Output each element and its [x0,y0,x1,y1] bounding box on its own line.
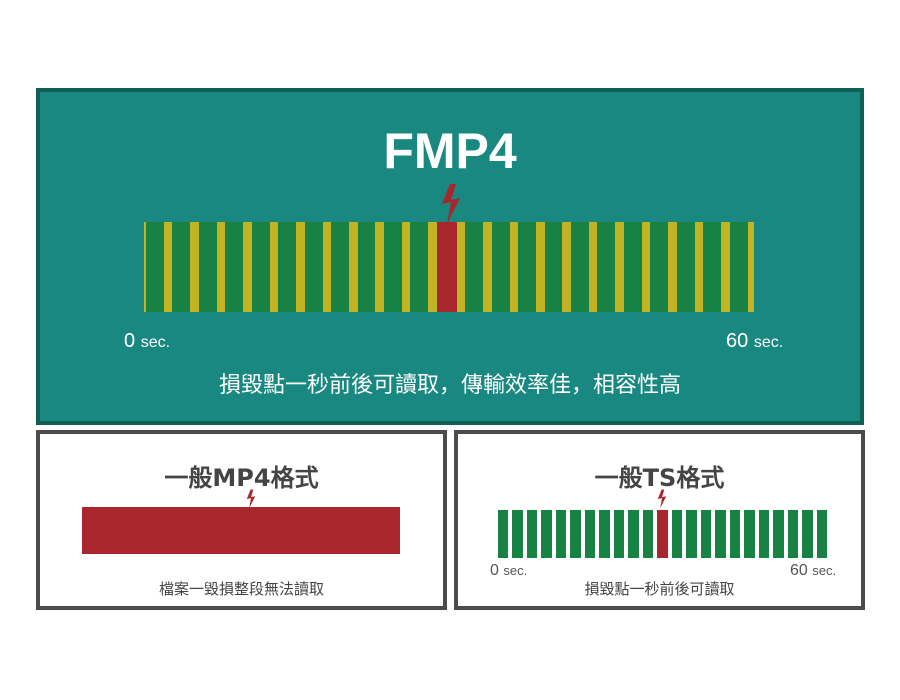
segment [526,510,538,558]
segment [544,222,563,312]
segment [729,510,741,558]
segment [198,222,217,312]
segment [816,510,828,558]
segment [146,222,164,312]
segment [758,510,770,558]
segment [512,510,523,558]
axis-end-label: 60 sec. [726,330,783,353]
axis-unit: sec. [140,334,171,351]
segment [518,222,537,312]
mp4-title: 一般MP4格式 [164,464,319,492]
segment [541,510,552,558]
axis-end-label: 60 sec. [790,562,836,580]
ts-segment-bar [498,510,828,558]
segment [498,510,509,558]
lightning-icon [657,489,667,509]
segment [304,222,323,312]
segment [729,222,748,312]
segment [703,222,722,312]
segment [773,510,784,558]
mp4-description: 檔案一毀損整段無法讀取 [158,580,324,598]
segment [623,222,642,312]
segment [613,510,625,558]
fmp4-title: FMP4 [383,123,517,179]
segment [278,222,297,312]
fmp4-segment-bar [144,222,754,312]
segment [686,510,697,558]
segment [331,222,349,312]
segment [410,222,429,312]
segment [225,222,244,312]
segment [357,222,376,312]
axis-start-label: 0 sec. [124,330,170,353]
axis-end-value: 60 [790,562,808,579]
lightning-icon [442,184,460,224]
segment [802,510,813,558]
axis-unit: sec. [503,563,528,578]
ts-description: 損毀點一秒前後可讀取 [584,580,735,598]
segment [642,510,654,558]
axis-unit: sec. [753,334,784,351]
segment [650,222,669,312]
segment [700,510,712,558]
segment [172,222,191,312]
fmp4-description: 損毀點一秒前後可讀取，傳輸效率佳，相容性高 [218,373,681,398]
ts-panel: 一般TS格式 0 sec. 60 sec. 損毀點一秒前後可讀取 [454,430,865,610]
axis-unit: sec. [812,563,837,578]
mp4-damaged-bar [82,507,400,554]
segment [570,510,581,558]
damaged-segment [657,510,668,558]
segment [787,510,799,558]
segment [744,510,755,558]
damaged-segment [436,222,457,312]
segment [597,222,616,312]
segment [383,222,402,312]
axis-start-label: 0 sec. [490,562,527,580]
segment [628,510,639,558]
segment [584,510,596,558]
axis-start-value: 0 [124,330,136,352]
segment [671,510,683,558]
segment [715,510,726,558]
segment [465,222,484,312]
axis-end-value: 60 [726,330,749,352]
segment [251,222,270,312]
segment [491,222,510,312]
fmp4-panel: FMP4 0 sec. 60 sec. 損毀點一秒前後可讀取，傳輸效率佳，相容性… [36,88,864,425]
lightning-icon [246,489,256,509]
segment [570,222,589,312]
segment [599,510,610,558]
axis-start-value: 0 [490,562,499,579]
segment [676,222,695,312]
ts-title: 一般TS格式 [594,464,725,492]
segment [555,510,567,558]
mp4-panel: 一般MP4格式 檔案一毀損整段無法讀取 [36,430,447,610]
